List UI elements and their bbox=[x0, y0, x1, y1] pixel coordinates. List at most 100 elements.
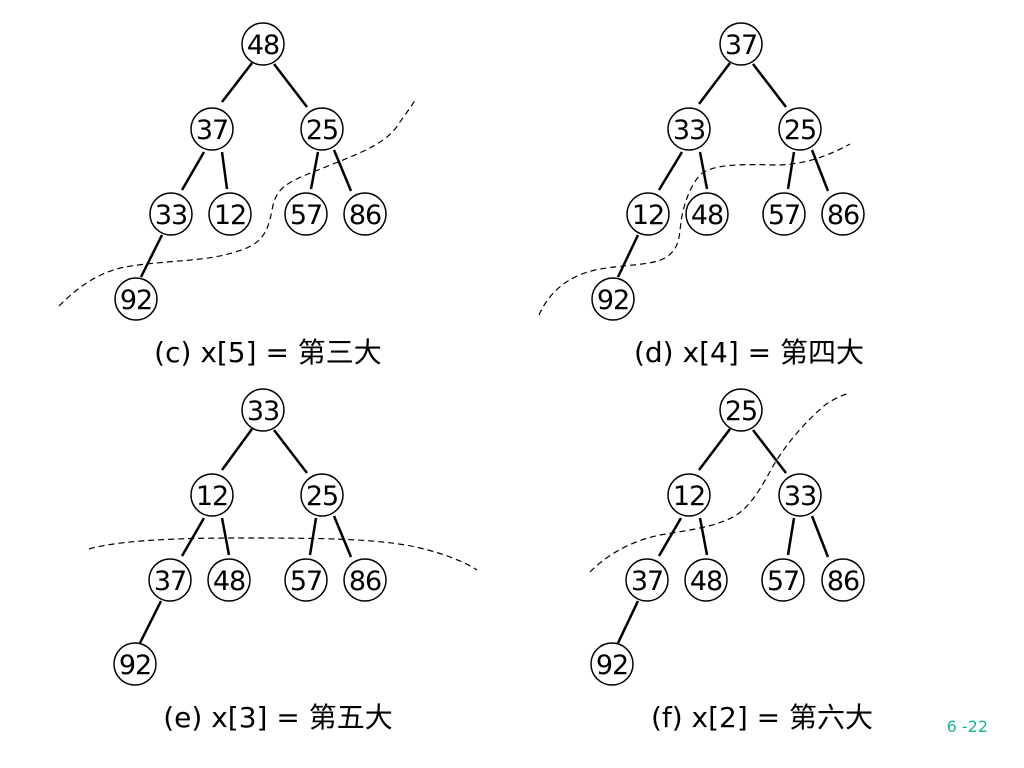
tree-node: 86 bbox=[343, 558, 387, 602]
tree-node: 48 bbox=[684, 558, 728, 602]
tree-edge bbox=[616, 600, 640, 644]
tree-node: 33 bbox=[667, 107, 711, 151]
tree-edge bbox=[810, 515, 830, 558]
node-value: 57 bbox=[768, 200, 800, 231]
tree-nodes: 25 12 33 37 48 57 bbox=[590, 388, 865, 686]
tree-edge bbox=[332, 149, 353, 192]
tree-edge bbox=[309, 151, 320, 190]
dashed-divider bbox=[538, 143, 851, 316]
node-value: 86 bbox=[349, 566, 381, 597]
tree-edge bbox=[752, 429, 787, 474]
node-value: 86 bbox=[349, 200, 381, 231]
tree-node: 37 bbox=[148, 558, 192, 602]
node-value: 92 bbox=[120, 285, 152, 316]
tree-edges bbox=[139, 62, 353, 278]
tree-node: 92 bbox=[113, 642, 157, 686]
tree-node: 33 bbox=[149, 192, 193, 236]
tree-node: 37 bbox=[625, 558, 669, 602]
tree-node: 48 bbox=[685, 192, 729, 236]
tree-node: 25 bbox=[719, 388, 763, 432]
node-value: 48 bbox=[691, 200, 723, 231]
tree-node: 57 bbox=[762, 192, 806, 236]
tree-edge bbox=[786, 151, 796, 190]
node-value: 57 bbox=[290, 200, 322, 231]
node-value: 33 bbox=[155, 200, 187, 231]
tree-node: 86 bbox=[343, 192, 387, 236]
tree-node: 25 bbox=[300, 107, 344, 151]
tree-edge bbox=[698, 151, 709, 190]
tree-edge bbox=[138, 600, 163, 644]
tree-nodes: 37 33 25 12 48 57 bbox=[591, 22, 865, 321]
node-value: 33 bbox=[673, 115, 705, 146]
node-value: 86 bbox=[827, 566, 859, 597]
node-value: 37 bbox=[631, 566, 663, 597]
tree-edge bbox=[698, 428, 731, 471]
diagram-d: 37 33 25 12 48 57 bbox=[538, 22, 865, 369]
tree-node: 48 bbox=[207, 558, 251, 602]
node-value: 12 bbox=[196, 481, 228, 512]
tree-edge bbox=[220, 428, 254, 471]
tree-edge bbox=[786, 517, 796, 556]
tree-node: 48 bbox=[241, 22, 285, 66]
page-number: 6 -22 bbox=[947, 717, 988, 736]
node-value: 57 bbox=[290, 566, 322, 597]
tree-node: 33 bbox=[778, 473, 822, 517]
tree-node: 12 bbox=[208, 192, 252, 236]
diagram-f: 25 12 33 37 48 57 bbox=[589, 388, 873, 734]
tree-node: 86 bbox=[821, 558, 865, 602]
tree-node: 86 bbox=[821, 192, 865, 236]
dashed-divider bbox=[589, 392, 851, 573]
tree-edge bbox=[332, 515, 353, 558]
diagram-c: 48 37 25 33 12 57 bbox=[58, 22, 416, 369]
tree-node: 57 bbox=[284, 192, 328, 236]
tree-edge bbox=[220, 151, 229, 190]
tree-edge bbox=[657, 151, 684, 191]
tree-node: 25 bbox=[300, 473, 344, 517]
tree-node: 92 bbox=[591, 277, 635, 321]
tree-node: 12 bbox=[667, 473, 711, 517]
tree-edge bbox=[698, 62, 731, 105]
tree-edges bbox=[616, 428, 830, 644]
node-value: 25 bbox=[725, 396, 757, 427]
tree-edge bbox=[273, 429, 308, 474]
node-value: 37 bbox=[154, 566, 186, 597]
tree-edge bbox=[698, 517, 709, 556]
diagram-caption: (d) x[4] = 第四大 bbox=[634, 336, 864, 369]
diagram-caption: (e) x[3] = 第五大 bbox=[163, 701, 392, 734]
node-value: 37 bbox=[725, 30, 757, 61]
node-value: 25 bbox=[306, 115, 338, 146]
tree-edge bbox=[308, 517, 318, 556]
tree-edge bbox=[180, 151, 206, 191]
node-value: 33 bbox=[784, 481, 816, 512]
node-value: 92 bbox=[596, 650, 628, 681]
tree-node: 12 bbox=[626, 192, 670, 236]
node-value: 37 bbox=[196, 115, 228, 146]
tree-node: 37 bbox=[719, 22, 763, 66]
tree-node: 57 bbox=[284, 558, 328, 602]
node-value: 92 bbox=[597, 285, 629, 316]
tree-edge bbox=[810, 149, 830, 192]
node-value: 86 bbox=[827, 200, 859, 231]
node-value: 33 bbox=[247, 396, 279, 427]
node-value: 12 bbox=[673, 481, 705, 512]
dashed-divider bbox=[58, 99, 416, 307]
tree-edge bbox=[657, 517, 683, 557]
tree-edges bbox=[138, 428, 353, 644]
node-value: 48 bbox=[213, 566, 245, 597]
node-value: 57 bbox=[767, 566, 799, 597]
node-value: 12 bbox=[214, 200, 246, 231]
node-value: 48 bbox=[690, 566, 722, 597]
tree-node: 92 bbox=[114, 277, 158, 321]
tree-edge bbox=[220, 517, 231, 556]
tree-edges bbox=[616, 62, 830, 278]
diagram-e: 33 12 25 37 48 57 bbox=[88, 388, 478, 734]
tree-node: 12 bbox=[190, 473, 234, 517]
tree-edge bbox=[180, 517, 206, 557]
tree-node: 25 bbox=[778, 107, 822, 151]
tree-edge bbox=[616, 234, 640, 278]
tree-node: 57 bbox=[761, 558, 805, 602]
tree-nodes: 33 12 25 37 48 57 bbox=[113, 388, 387, 686]
diagram-caption: (f) x[2] = 第六大 bbox=[651, 701, 873, 734]
tree-edge bbox=[139, 234, 164, 278]
